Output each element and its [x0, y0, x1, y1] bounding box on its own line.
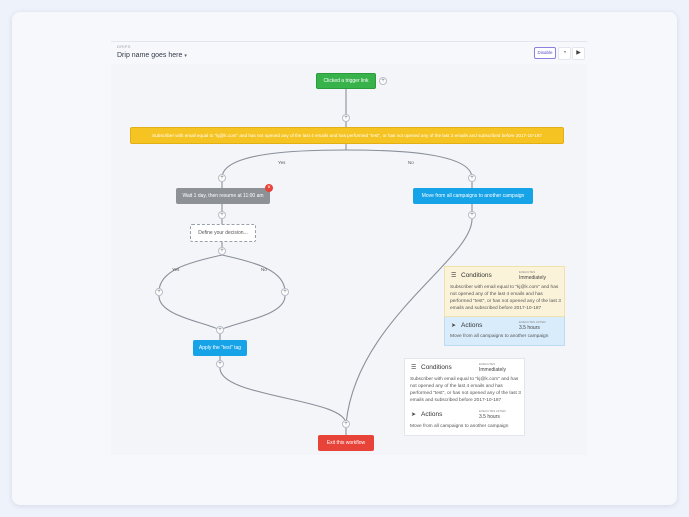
link-no-merge: [219, 295, 286, 331]
insert-plus-icon[interactable]: +: [155, 288, 163, 296]
disable-button[interactable]: Disable: [534, 47, 556, 59]
link-split-no: [345, 149, 473, 179]
actions-text: Move from all campaigns to another campa…: [450, 334, 549, 339]
executes-after-label: EXECUTES AFTER: [519, 320, 546, 324]
conditions-icon: ☰: [451, 273, 457, 279]
wait-node[interactable]: Wait 1 day, then resume at 11:00 am: [176, 188, 270, 204]
decision-node[interactable]: Define your decision...: [190, 224, 256, 242]
branch-label-yes: Yes: [172, 267, 180, 272]
video-icon[interactable]: ▶: [572, 47, 585, 60]
actions-text: Move from all campaigns to another campa…: [410, 424, 509, 429]
link-apply-exit: [219, 367, 347, 425]
exit-workflow-node[interactable]: Exit this workflow: [318, 435, 374, 451]
insert-plus-icon[interactable]: +: [218, 174, 226, 182]
caret-down-icon: ▾: [184, 53, 187, 59]
executes-after-label: EXECUTES AFTER: [479, 409, 506, 413]
conditions-section: ☰ Conditions EXECUTES Immediately Subscr…: [405, 359, 524, 406]
insert-plus-icon[interactable]: +: [342, 420, 350, 428]
conditions-section: ☰ Conditions EXECUTES Immediately Subscr…: [444, 266, 565, 317]
conditions-text: Subscriber with email equal to "kj@k.com…: [450, 285, 561, 311]
analytics-icon[interactable]: ◔: [558, 47, 571, 60]
conditions-title: Conditions: [421, 364, 452, 371]
executes-label: EXECUTES: [519, 270, 536, 274]
delete-node-close-icon[interactable]: ×: [265, 184, 273, 192]
conditions-text: Subscriber with email equal to "kj@k.com…: [410, 377, 521, 403]
executes-label: EXECUTES: [479, 362, 496, 366]
executes-after-value: 3.5 hours: [519, 325, 540, 331]
link-decision-yes: [158, 254, 223, 293]
actions-section: ➤ Actions EXECUTES AFTER 3.5 hours Move …: [444, 317, 565, 346]
condition-node[interactable]: Subscriber with email equal to "kj@k.com…: [130, 127, 564, 144]
branch-label-yes: Yes: [278, 160, 286, 165]
link-decision-no: [221, 254, 286, 293]
actions-title: Actions: [421, 411, 443, 418]
conditions-icon: ☰: [411, 365, 417, 371]
link-yes-merge: [158, 295, 221, 331]
executes-after-value: 3.5 hours: [479, 414, 500, 420]
drip-name-dropdown[interactable]: Drip name goes here▾: [117, 52, 187, 59]
link-move-exit: [345, 218, 473, 425]
section-label: DRIPS: [117, 44, 131, 49]
move-campaign-node[interactable]: Move from all campaigns to another campa…: [413, 188, 533, 204]
send-arrow-icon: ➤: [411, 412, 417, 418]
conditions-title: Conditions: [461, 272, 492, 279]
insert-plus-icon[interactable]: +: [216, 326, 224, 334]
executes-value: Immediately: [479, 367, 506, 373]
trigger-node[interactable]: Clicked a trigger link: [316, 73, 376, 89]
executes-value: Immediately: [519, 275, 546, 281]
branch-label-no: No: [408, 160, 414, 165]
insert-plus-icon[interactable]: +: [468, 211, 476, 219]
header-divider: [111, 41, 587, 42]
apply-tag-node[interactable]: Apply the "test" tag: [193, 340, 247, 356]
drip-name-text: Drip name goes here: [117, 52, 183, 59]
insert-plus-icon[interactable]: +: [218, 247, 226, 255]
send-arrow-icon: ➤: [451, 323, 457, 329]
insert-plus-icon[interactable]: +: [468, 174, 476, 182]
insert-plus-icon[interactable]: +: [218, 211, 226, 219]
insert-plus-icon[interactable]: +: [281, 288, 289, 296]
branch-label-no: No: [261, 267, 267, 272]
insert-plus-icon[interactable]: +: [342, 114, 350, 122]
node-details-card: ☰ Conditions EXECUTES Immediately Subscr…: [444, 266, 565, 346]
actions-section: ➤ Actions EXECUTES AFTER 3.5 hours Move …: [405, 406, 524, 435]
node-details-card: ☰ Conditions EXECUTES Immediately Subscr…: [404, 358, 525, 436]
add-trigger-plus-icon[interactable]: +: [379, 77, 387, 85]
link-split-yes: [221, 149, 347, 179]
insert-plus-icon[interactable]: +: [216, 360, 224, 368]
actions-title: Actions: [461, 322, 483, 329]
